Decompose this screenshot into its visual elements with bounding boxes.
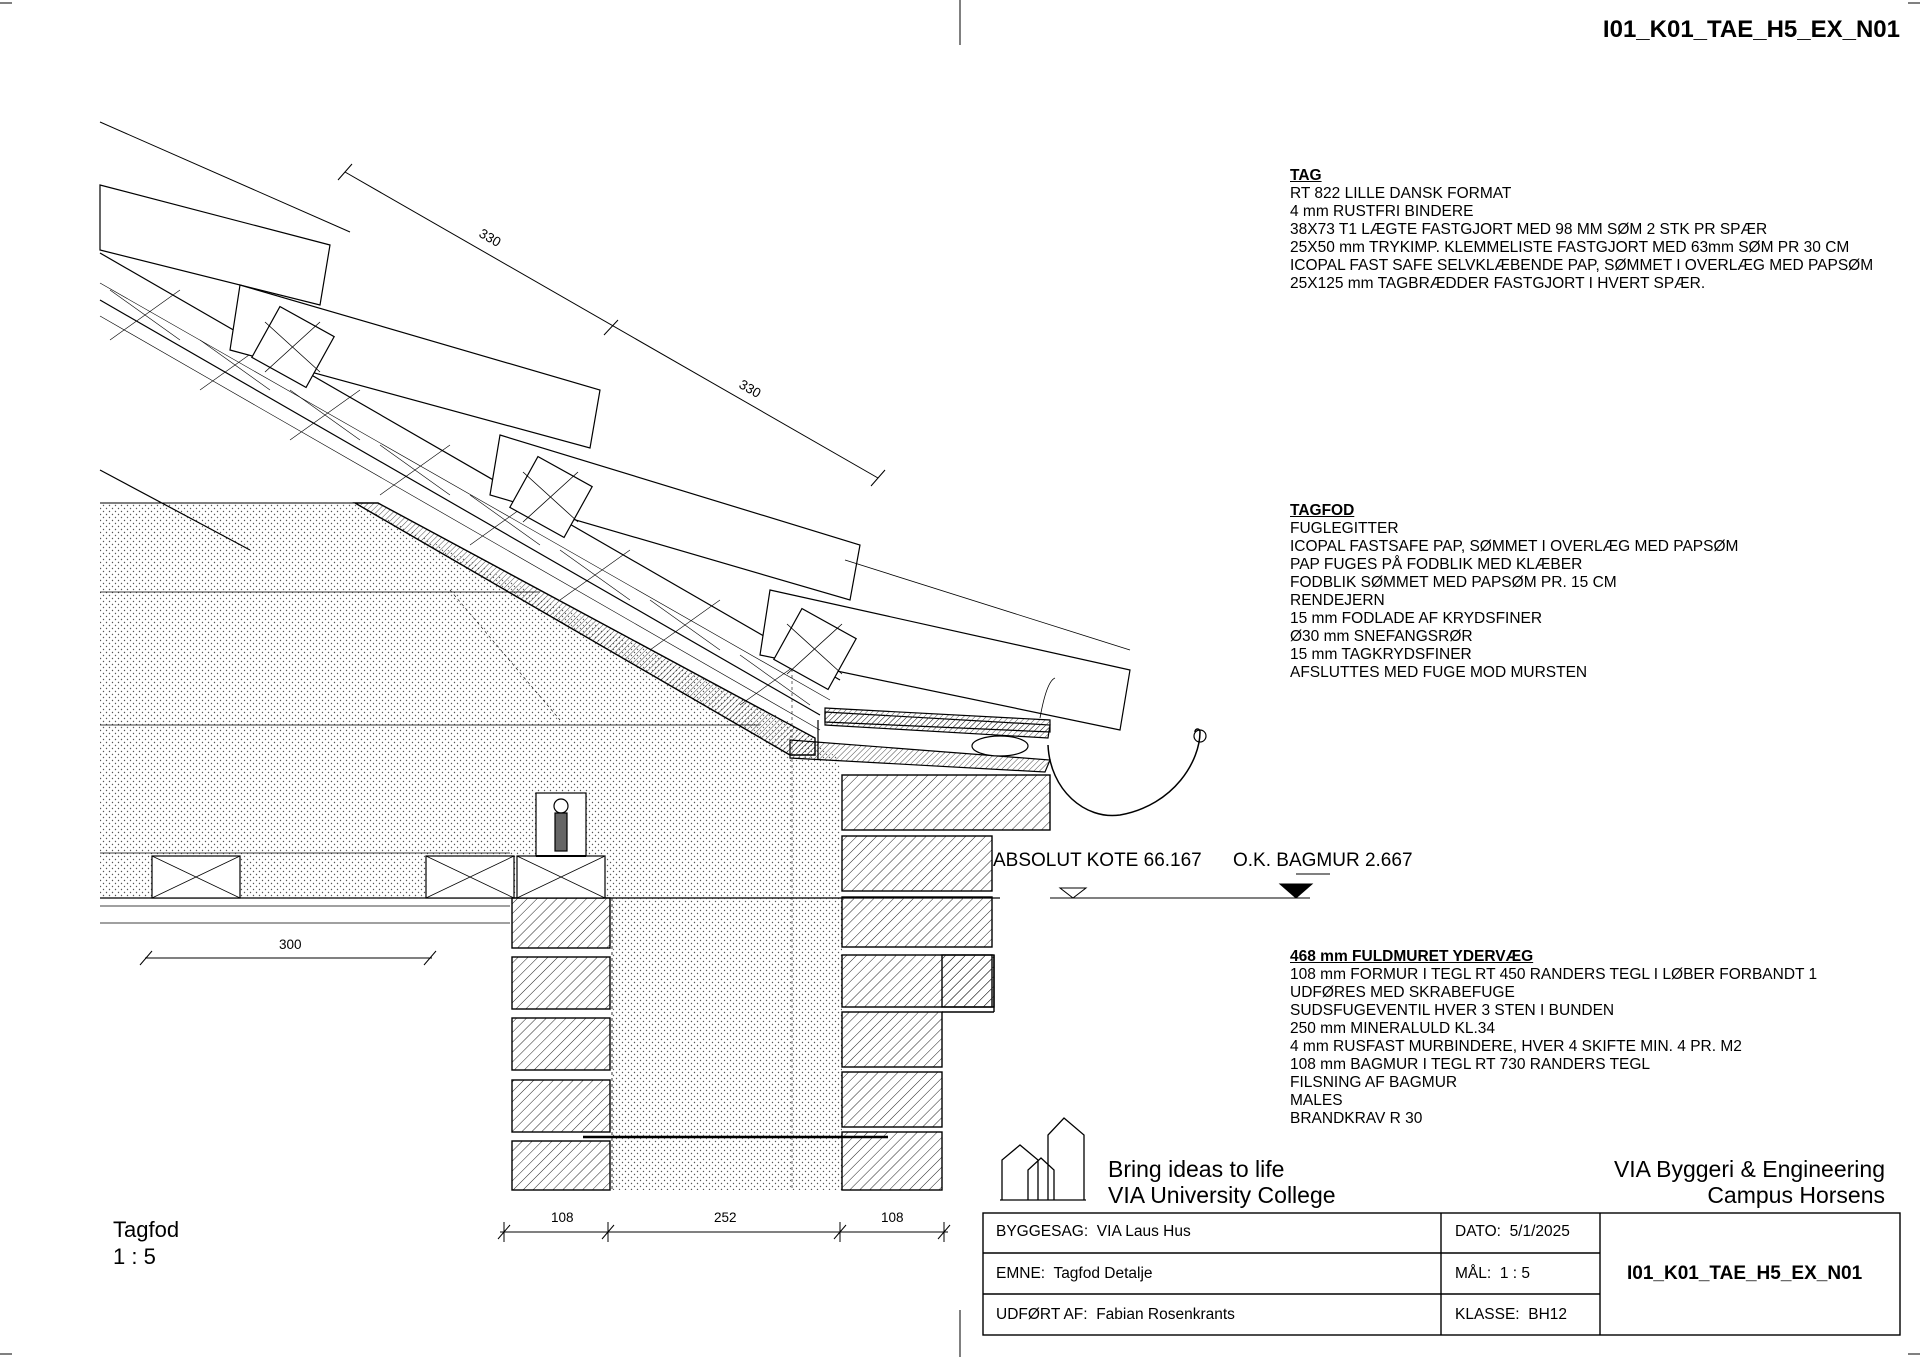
author-value: Fabian Rosenkrants [1096, 1306, 1235, 1323]
rafter [99, 252, 841, 731]
eaves-board [817, 707, 1051, 760]
level-back-wall: O.K. BAGMUR 2.667 [1233, 850, 1413, 871]
field-label: MÅL: [1455, 1265, 1492, 1282]
field-label: KLASSE: [1455, 1306, 1520, 1323]
note-line: 108 mm FORMUR I TEGL RT 450 RANDERS TEGL… [1290, 966, 1818, 983]
field-label: DATO: [1455, 1223, 1501, 1240]
roof-tiles [99, 184, 1131, 731]
field-label: BYGGESAG: [996, 1223, 1089, 1240]
level-absolute: ABSOLUT KOTE 66.167 [993, 850, 1202, 871]
notes-heading: 468 mm FULDMURET YDERVÆG [1290, 948, 1534, 965]
gutter [1047, 728, 1201, 817]
class-value: BH12 [1528, 1306, 1568, 1323]
note-line: MALES [1290, 1092, 1343, 1109]
bird-guard [1039, 677, 1056, 719]
view-scale: 1 : 5 [113, 1244, 156, 1269]
notes-heading: TAG [1290, 167, 1322, 184]
subject-value: Tagfod Detalje [1053, 1265, 1153, 1282]
note-line: RT 822 LILLE DANSK FORMAT [1290, 185, 1512, 202]
title-block-class: KLASSE: BH12 [1455, 1306, 1567, 1324]
title-block-date: DATO: 5/1/2025 [1455, 1223, 1570, 1241]
note-line: 250 mm MINERALULD KL.34 [1290, 1020, 1496, 1037]
brand-department: VIA Byggeri & Engineering Campus Horsens [1614, 1156, 1885, 1208]
title-block-scale: MÅL: 1 : 5 [1455, 1265, 1530, 1283]
date-value: 5/1/2025 [1509, 1223, 1570, 1240]
note-line: 4 mm RUSFAST MURBINDERE, HVER 4 SKIFTE M… [1290, 1038, 1742, 1055]
note-line: 25X125 mm TAGBRÆDDER FASTGJORT I HVERT S… [1290, 275, 1706, 292]
dimension-wall [497, 1222, 951, 1242]
project-value: VIA Laus Hus [1096, 1223, 1191, 1240]
department-name: VIA Byggeri & Engineering [1613, 1156, 1885, 1182]
rafter-bracket [535, 792, 587, 857]
note-line: FILSNING AF BAGMUR [1290, 1074, 1458, 1091]
via-logo [1000, 1117, 1086, 1201]
note-line: ICOPAL FAST SAFE SELVKLÆBENDE PAP, SØMME… [1290, 257, 1874, 274]
dimension-label: 252 [714, 1210, 737, 1225]
dimension-tile-spacing [337, 163, 886, 487]
tile-battens [251, 305, 857, 691]
rafter-cross-hatch [109, 289, 811, 706]
note-line: SUDSFUGEVENTIL HVER 3 STEN I BUNDEN [1290, 1002, 1615, 1019]
gutter-bead [1193, 729, 1207, 743]
note-line: PAP FUGES PÅ FODBLIK MED KLÆBER [1290, 556, 1583, 573]
notes-heading: TAGFOD [1290, 502, 1355, 519]
dimension-rafter-spacing [139, 950, 437, 966]
brand-college: Bring ideas to life VIA University Colle… [1108, 1156, 1336, 1208]
dimension-label: 330 [737, 377, 764, 401]
note-line: UDFØRES MED SKRABEFUGE [1290, 984, 1515, 1001]
field-label: UDFØRT AF: [996, 1306, 1088, 1323]
outer-brick-wall [841, 774, 1051, 1191]
tile-line [99, 121, 351, 233]
note-line: 15 mm TAGKRYDSFINER [1290, 646, 1472, 663]
notes-roof: TAG RT 822 LILLE DANSK FORMAT 4 mm RUSTF… [1290, 167, 1873, 293]
scale-value: 1 : 5 [1499, 1265, 1530, 1282]
note-line: Ø30 mm SNEFANGSRØR [1290, 628, 1473, 645]
note-line: 4 mm RUSTFRI BINDERE [1290, 203, 1474, 220]
field-label: EMNE: [996, 1265, 1046, 1282]
dimension-label: 108 [881, 1210, 904, 1225]
dimension-label: 300 [279, 937, 302, 952]
plate-crosses [151, 855, 606, 899]
level-line [1050, 873, 1330, 899]
note-line: FUGLEGITTER [1290, 520, 1399, 537]
dimension-label: 330 [477, 226, 504, 250]
batten-crosses [264, 321, 843, 675]
title-block-author: UDFØRT AF: Fabian Rosenkrants [996, 1306, 1235, 1324]
inner-brick-wall [511, 897, 611, 1191]
note-line: RENDEJERN [1290, 592, 1385, 609]
view-name: Tagfod [113, 1217, 179, 1242]
note-line: FODBLIK SØMMET MED PAPSØM PR. 15 CM [1290, 574, 1617, 591]
note-line: ICOPAL FASTSAFE PAP, SØMMET I OVERLÆG ME… [1290, 538, 1739, 555]
title-block-drawing-number: I01_K01_TAE_H5_EX_N01 [1627, 1263, 1863, 1284]
title-block-frame [982, 1212, 1901, 1336]
slogan: Bring ideas to life [1108, 1156, 1285, 1182]
note-line: BRANDKRAV R 30 [1290, 1110, 1423, 1127]
note-line: 15 mm FODLADE AF KRYDSFINER [1290, 610, 1543, 627]
notes-wall: 468 mm FULDMURET YDERVÆG 108 mm FORMUR I… [1290, 948, 1817, 1128]
title-block-subject: EMNE: Tagfod Detalje [996, 1265, 1153, 1283]
note-line: AFSLUTTES MED FUGE MOD MURSTEN [1290, 664, 1588, 681]
title-block-project: BYGGESAG: VIA Laus Hus [996, 1223, 1191, 1241]
note-line: 38X73 T1 LÆGTE FASTGJORT MED 98 MM SØM 2… [1290, 221, 1768, 238]
note-line: 25X50 mm TRYKIMP. KLEMMELISTE FASTGJORT … [1290, 239, 1850, 256]
tile-line [844, 559, 1131, 651]
campus-name: Campus Horsens [1707, 1182, 1885, 1208]
sheet-id: I01_K01_TAE_H5_EX_N01 [1602, 16, 1900, 43]
notes-eaves: TAGFOD FUGLEGITTER ICOPAL FASTSAFE PAP, … [1290, 502, 1738, 682]
dimension-label: 108 [551, 1210, 574, 1225]
note-line: 108 mm BAGMUR I TEGL RT 730 RANDERS TEGL [1290, 1056, 1651, 1073]
college-name: VIA University College [1108, 1182, 1336, 1208]
